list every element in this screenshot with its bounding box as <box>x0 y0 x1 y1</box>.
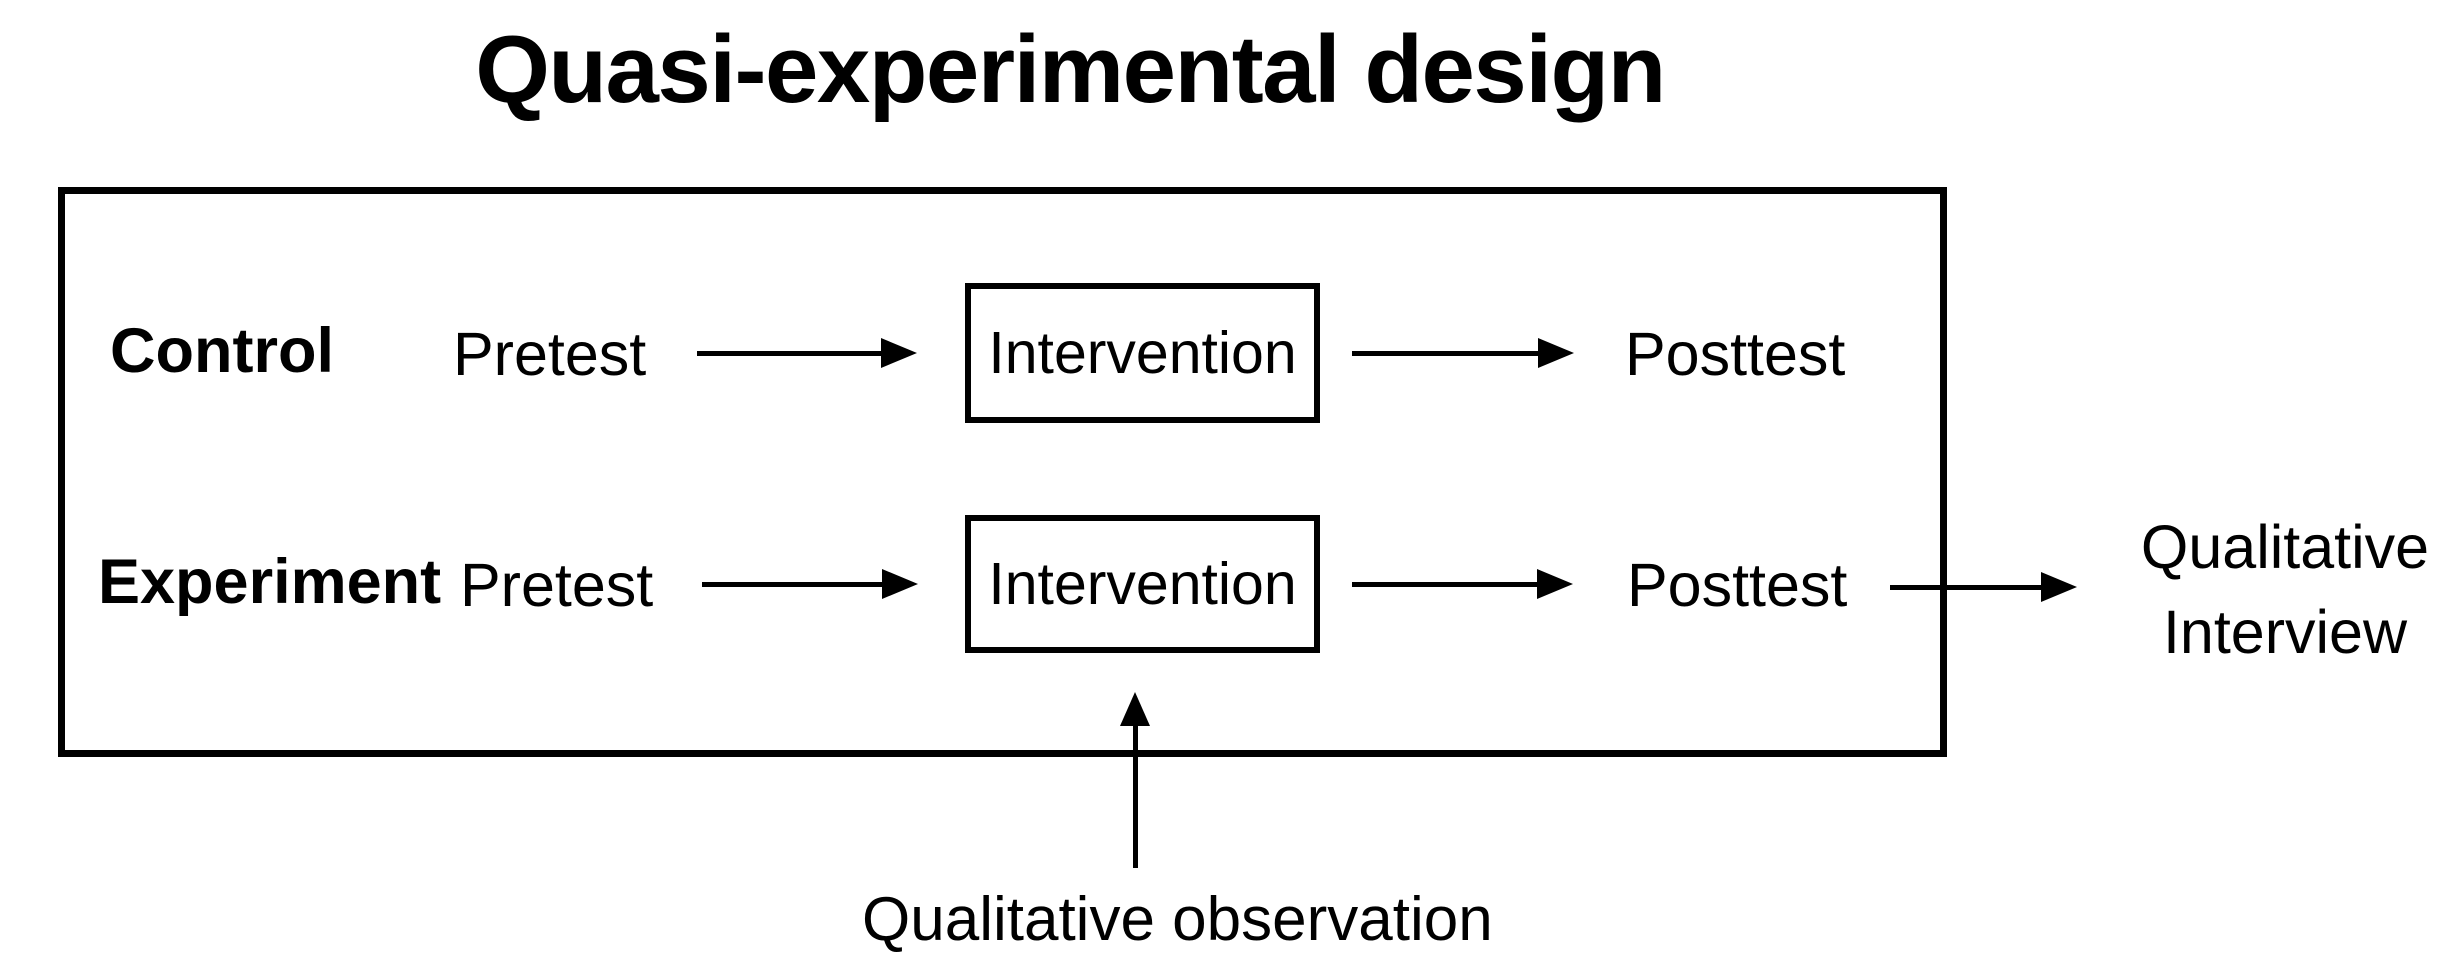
diagram-title: Quasi-experimental design <box>475 16 1666 123</box>
experiment-posttest-label: Posttest <box>1627 551 1848 619</box>
control-pretest-label: Pretest <box>453 320 647 388</box>
arrow-up-icon <box>1120 692 1150 868</box>
arrow-right-icon <box>697 338 917 368</box>
intervention-box: Intervention <box>965 515 1320 653</box>
control-intervention-label: Intervention <box>988 320 1297 386</box>
qualitative-interview-line1: Qualitative <box>2140 513 2430 581</box>
experiment-group-label: Experiment <box>98 547 442 617</box>
qualitative-interview-line2: Interview <box>2162 598 2408 666</box>
experiment-intervention-label: Intervention <box>988 551 1297 617</box>
design-frame <box>58 187 1947 757</box>
qualitative-observation-label: Qualitative observation <box>862 885 1493 954</box>
arrow-right-icon <box>1890 572 2077 602</box>
arrow-right-icon <box>702 569 918 599</box>
experiment-pretest-label: Pretest <box>460 551 654 619</box>
arrow-right-icon <box>1352 569 1573 599</box>
qualitative-interview-label: Qualitative Interview <box>2141 505 2429 675</box>
arrow-right-icon <box>1352 338 1574 368</box>
intervention-box: Intervention <box>965 283 1320 423</box>
control-group-label: Control <box>110 316 334 386</box>
control-posttest-label: Posttest <box>1625 320 1846 388</box>
